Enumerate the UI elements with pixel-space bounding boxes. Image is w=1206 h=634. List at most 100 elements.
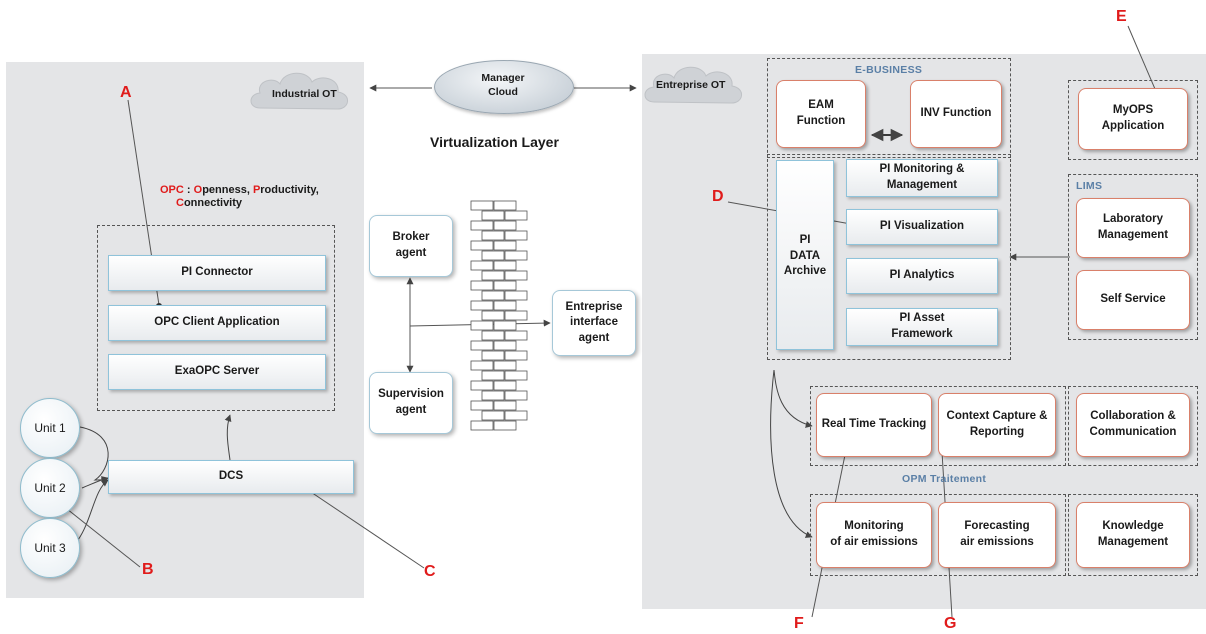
firewall-brick (504, 250, 528, 261)
firewall-brick (470, 320, 494, 331)
pi-visualization-box: PI Visualization (846, 209, 998, 245)
label-b: B (142, 561, 154, 578)
pi-analytics-box: PI Analytics (846, 258, 998, 294)
real-time-tracking-box: Real Time Tracking (816, 393, 932, 457)
label-a: A (120, 84, 132, 101)
e-business-title: E-BUSINESS (855, 64, 923, 76)
firewall-brick (481, 350, 505, 361)
firewall-brick (493, 300, 517, 311)
firewall-brick (481, 390, 505, 401)
collaboration-communication-box: Collaboration &Communication (1076, 393, 1190, 457)
entreprise-ot-cloud-icon (644, 66, 742, 104)
knowledge-group (1068, 494, 1198, 576)
firewall-brick (481, 310, 505, 321)
firewall-brick (493, 260, 517, 271)
firewall-brick (493, 200, 517, 211)
firewall-brick (504, 270, 528, 281)
firewall-brick (493, 220, 517, 231)
opc-client-application-box: OPC Client Application (108, 305, 326, 341)
label-e: E (1116, 8, 1127, 25)
firewall-brick (470, 240, 494, 251)
firewall-brick (470, 300, 494, 311)
pi-group (767, 154, 1011, 360)
firewall-brick (493, 340, 517, 351)
inv-function-box: INV Function (910, 80, 1002, 148)
firewall-brick (470, 280, 494, 291)
entreprise-ot-label: Entreprise OT (656, 79, 726, 91)
label-g: G (944, 615, 957, 632)
firewall-brick (481, 230, 505, 241)
firewall-brick (470, 200, 494, 211)
lims-title: LIMS (1076, 180, 1103, 192)
firewall-brick (504, 370, 528, 381)
firewall-brick (493, 380, 517, 391)
e-business-group (767, 58, 1011, 158)
firewall-brick (481, 270, 505, 281)
industrial-ot-label: Industrial OT (272, 88, 337, 100)
manager-cloud (434, 60, 574, 114)
firewall-brick (493, 240, 517, 251)
firewall-brick (481, 370, 505, 381)
firewall-brick (481, 410, 505, 421)
firewall-brick (504, 230, 528, 241)
firewall-brick (470, 360, 494, 371)
firewall-brick (470, 420, 494, 431)
firewall-brick (470, 220, 494, 231)
firewall-brick (493, 320, 517, 331)
firewall-brick (493, 360, 517, 371)
context-capture-reporting-box: Context Capture &Reporting (938, 393, 1056, 457)
dcs-box: DCS (108, 460, 354, 494)
virtualization-layer-title: Virtualization Layer (430, 134, 559, 150)
firewall-brick (493, 400, 517, 411)
opm-traitement-title: OPM Traitement (902, 473, 987, 485)
unit-3-node: Unit 3 (20, 518, 80, 578)
self-service-box: Self Service (1076, 270, 1190, 330)
label-d: D (712, 188, 724, 205)
collab-group (1068, 386, 1198, 466)
label-f: F (794, 615, 804, 632)
firewall-brick (493, 280, 517, 291)
firewall-brick (504, 410, 528, 421)
pi-monitoring-management-box: PI Monitoring &Management (846, 159, 998, 197)
firewall-brick (470, 400, 494, 411)
industrial-ot-cloud-icon (250, 72, 348, 110)
firewall-brick (470, 260, 494, 271)
firewall-icon (470, 200, 528, 431)
firewall-brick (504, 290, 528, 301)
firewall-brick (470, 340, 494, 351)
firewall-brick (493, 420, 517, 431)
opm-top-group (810, 386, 1066, 466)
lims-group (1068, 174, 1198, 340)
firewall-brick (504, 350, 528, 361)
unit-1-node: Unit 1 (20, 398, 80, 458)
opc-stack-group (97, 225, 335, 411)
firewall-brick (481, 250, 505, 261)
pi-connector-box: PI Connector (108, 255, 326, 291)
firewall-brick (504, 330, 528, 341)
firewall-brick (481, 290, 505, 301)
firewall-brick (481, 210, 505, 221)
myops-group (1068, 80, 1198, 160)
opc-caption: OPC : Openness, Productivity, Connectivi… (160, 184, 319, 210)
firewall-brick (504, 310, 528, 321)
label-c: C (424, 563, 436, 580)
firewall-brick (504, 390, 528, 401)
opm-bottom-group (810, 494, 1066, 576)
exaopc-server-box: ExaOPC Server (108, 354, 326, 390)
unit-2-node: Unit 2 (20, 458, 80, 518)
firewall-brick (481, 330, 505, 341)
firewall-brick (504, 210, 528, 221)
firewall-brick (470, 380, 494, 391)
